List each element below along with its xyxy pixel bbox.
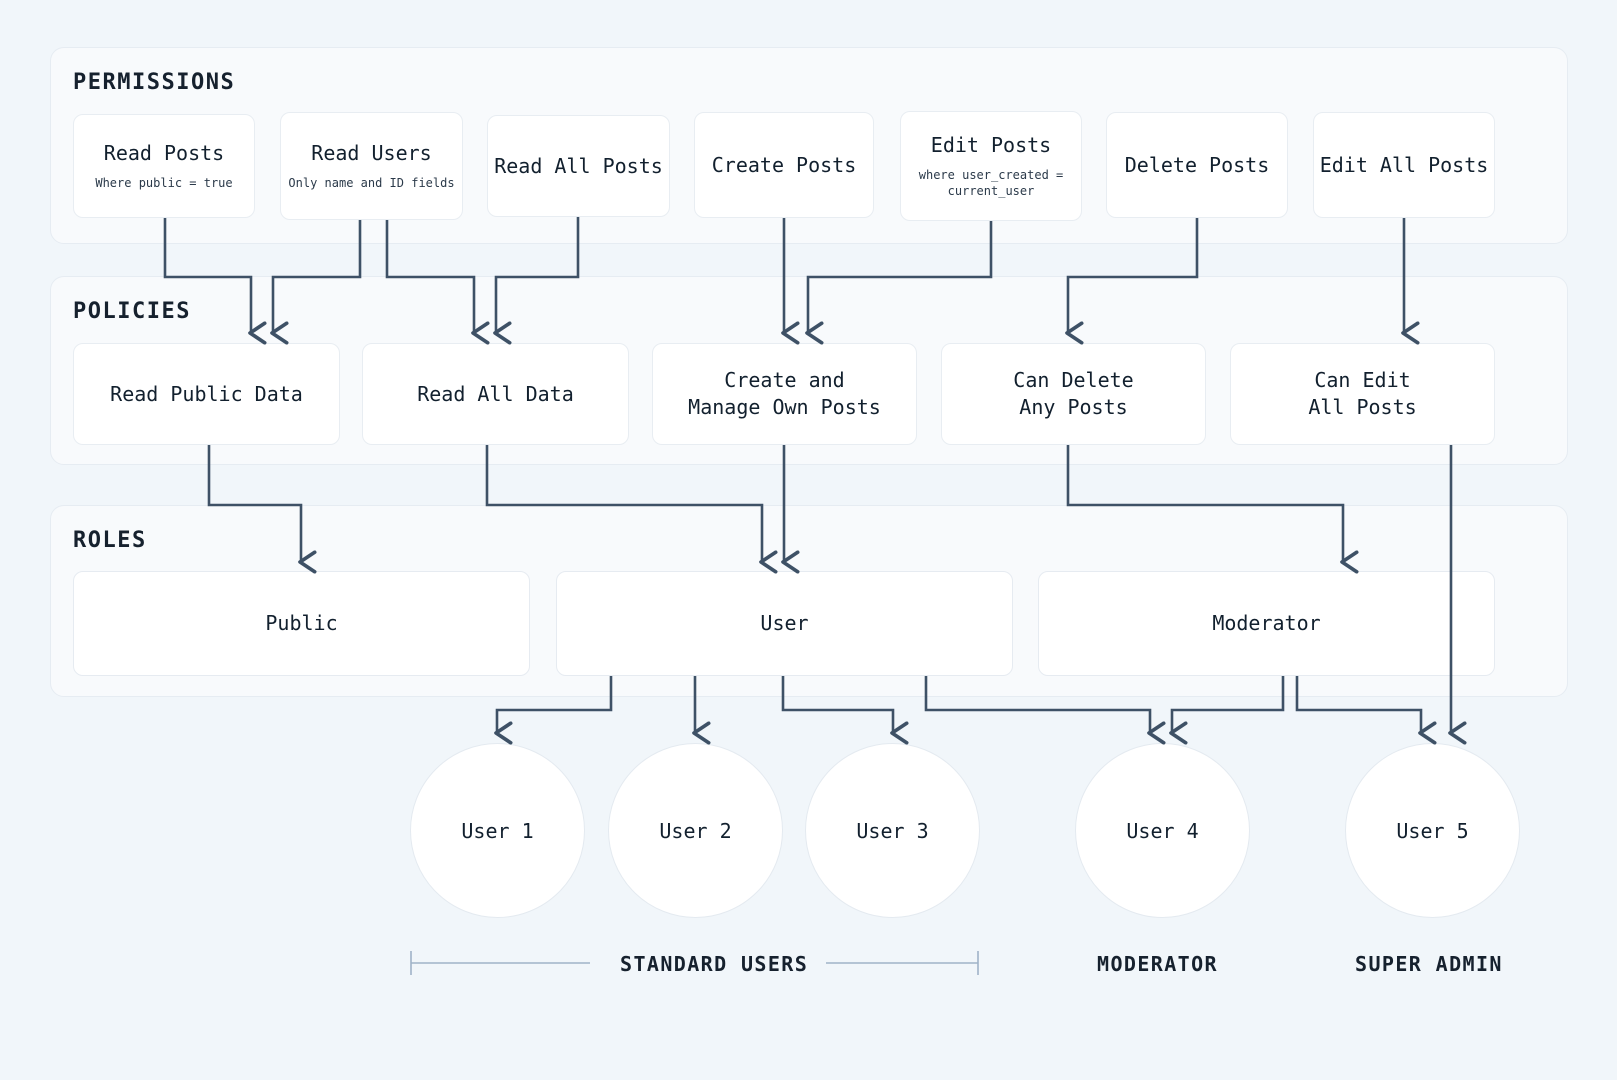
permission-subtitle: Where public = true bbox=[95, 175, 233, 190]
user-circle-5[interactable]: User 5 bbox=[1345, 743, 1520, 918]
role-card-moderator[interactable]: Moderator bbox=[1038, 571, 1495, 676]
permissions-section-title: PERMISSIONS bbox=[73, 70, 236, 95]
user-circle-label: User 4 bbox=[1126, 818, 1199, 843]
permission-card-delete-posts[interactable]: Delete Posts bbox=[1106, 112, 1288, 218]
user-circle-2[interactable]: User 2 bbox=[608, 743, 783, 918]
policy-title: Read All Data bbox=[417, 381, 574, 406]
group-label-standard-users: STANDARD USERS bbox=[620, 952, 809, 976]
policy-title: Can Edit All Posts bbox=[1308, 368, 1417, 419]
permission-card-read-all-posts[interactable]: Read All Posts bbox=[487, 115, 670, 217]
permission-title: Edit All Posts bbox=[1319, 152, 1489, 177]
policy-card-create-manage-own-posts[interactable]: Create and Manage Own Posts bbox=[652, 343, 917, 445]
user-circle-4[interactable]: User 4 bbox=[1075, 743, 1250, 918]
permission-card-edit-all-posts[interactable]: Edit All Posts bbox=[1313, 112, 1495, 218]
roles-section-title: ROLES bbox=[73, 528, 147, 553]
role-title: Moderator bbox=[1212, 611, 1321, 635]
policy-card-read-public-data[interactable]: Read Public Data bbox=[73, 343, 340, 445]
policy-card-read-all-data[interactable]: Read All Data bbox=[362, 343, 629, 445]
role-card-user[interactable]: User bbox=[556, 571, 1013, 676]
permission-title: Read All Posts bbox=[494, 153, 663, 178]
permission-title: Read Users bbox=[311, 140, 432, 165]
permission-card-read-users[interactable]: Read Users Only name and ID fields bbox=[280, 112, 463, 220]
role-card-public[interactable]: Public bbox=[73, 571, 530, 676]
role-title: Public bbox=[265, 611, 338, 635]
user-circle-3[interactable]: User 3 bbox=[805, 743, 980, 918]
policy-title: Read Public Data bbox=[110, 381, 303, 406]
permission-subtitle: where user_created = current_user bbox=[918, 167, 1064, 198]
permission-card-edit-posts[interactable]: Edit Posts where user_created = current_… bbox=[900, 111, 1082, 221]
group-label-super-admin: SUPER ADMIN bbox=[1355, 952, 1503, 976]
permission-subtitle: Only name and ID fields bbox=[288, 175, 455, 190]
policy-card-can-delete-any-posts[interactable]: Can Delete Any Posts bbox=[941, 343, 1206, 445]
user-circle-label: User 2 bbox=[659, 818, 732, 843]
permission-title: Edit Posts bbox=[930, 132, 1052, 157]
policies-section-title: POLICIES bbox=[73, 299, 191, 324]
permission-title: Read Posts bbox=[103, 140, 225, 165]
permission-card-read-posts[interactable]: Read Posts Where public = true bbox=[73, 114, 255, 218]
group-label-moderator: MODERATOR bbox=[1097, 952, 1218, 976]
permission-card-create-posts[interactable]: Create Posts bbox=[694, 112, 874, 218]
user-circle-label: User 1 bbox=[461, 818, 534, 843]
policy-title: Create and Manage Own Posts bbox=[688, 368, 881, 419]
user-circle-1[interactable]: User 1 bbox=[410, 743, 585, 918]
policy-card-can-edit-all-posts[interactable]: Can Edit All Posts bbox=[1230, 343, 1495, 445]
permission-title: Delete Posts bbox=[1124, 152, 1270, 177]
user-circle-label: User 5 bbox=[1396, 818, 1469, 843]
role-title: User bbox=[760, 611, 809, 635]
user-circle-label: User 3 bbox=[856, 818, 929, 843]
permission-title: Create Posts bbox=[711, 152, 857, 177]
policy-title: Can Delete Any Posts bbox=[1013, 368, 1134, 419]
